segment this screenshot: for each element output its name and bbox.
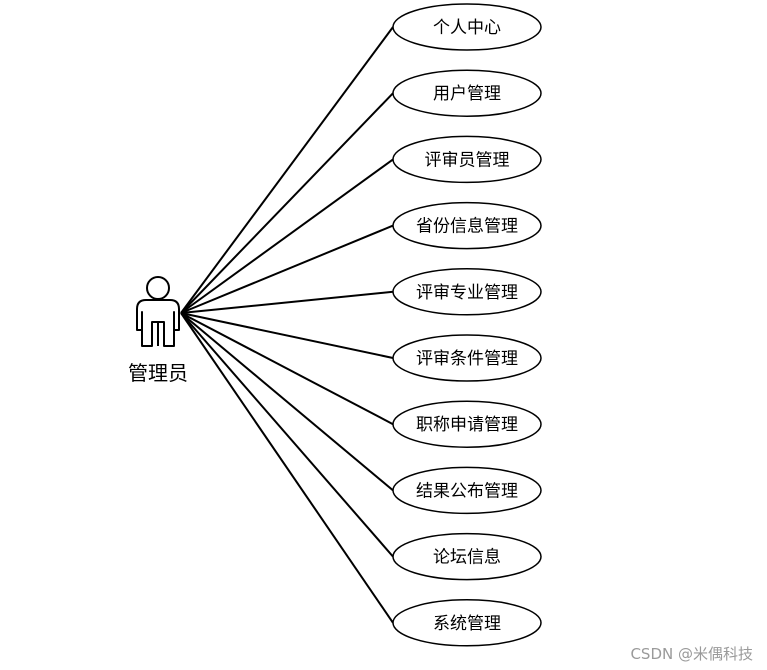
association-line: [180, 312, 394, 492]
use-case-label: 评审条件管理: [416, 349, 518, 369]
use-case: 结果公布管理: [392, 466, 542, 515]
use-case: 系统管理: [392, 599, 542, 647]
use-case-ellipse: [392, 69, 542, 117]
association-line: [180, 92, 394, 314]
use-case: 评审专业管理: [392, 268, 542, 316]
use-case: 评审条件管理: [392, 334, 542, 382]
use-case-ellipse: [392, 3, 542, 51]
use-case-ellipse: [392, 201, 542, 250]
use-case-ellipse: [392, 466, 542, 515]
association-line: [180, 224, 394, 314]
use-case-label: 用户管理: [433, 84, 501, 104]
use-case-list: 个人中心用户管理评审员管理省份信息管理评审专业管理评审条件管理职称申请管理结果公…: [392, 3, 542, 647]
use-case-ellipse: [392, 400, 542, 448]
use-case-label: 论坛信息: [433, 548, 501, 568]
watermark: CSDN @米偶科技: [630, 645, 753, 663]
person-icon: [136, 276, 180, 347]
association-line: [180, 312, 394, 624]
use-case-ellipse: [392, 599, 542, 647]
use-case-ellipse: [392, 268, 542, 316]
use-case-label: 系统管理: [433, 614, 501, 634]
use-case-label: 省份信息管理: [416, 217, 518, 237]
association-line: [180, 312, 394, 426]
use-case: 个人中心: [392, 3, 542, 51]
use-case-label: 结果公布管理: [416, 481, 518, 501]
use-case-ellipse: [392, 334, 542, 382]
use-case-label: 职称申请管理: [416, 415, 518, 435]
use-case-ellipse: [392, 532, 542, 581]
use-case: 用户管理: [392, 69, 542, 117]
association-line: [180, 158, 394, 314]
use-case: 省份信息管理: [392, 201, 542, 250]
association-line: [180, 312, 394, 359]
use-case-ellipse: [392, 135, 542, 184]
use-case-label: 评审员管理: [425, 150, 510, 170]
actor-admin: 管理员: [128, 276, 188, 385]
use-case: 论坛信息: [392, 532, 542, 581]
use-case-label: 个人中心: [433, 18, 501, 38]
association-line: [180, 290, 394, 314]
association-line: [180, 26, 394, 314]
use-case: 职称申请管理: [392, 400, 542, 448]
association-lines: [180, 26, 394, 624]
association-line: [180, 312, 394, 558]
use-case-label: 评审专业管理: [416, 283, 518, 303]
use-case: 评审员管理: [392, 135, 542, 184]
actor-label: 管理员: [128, 361, 188, 385]
